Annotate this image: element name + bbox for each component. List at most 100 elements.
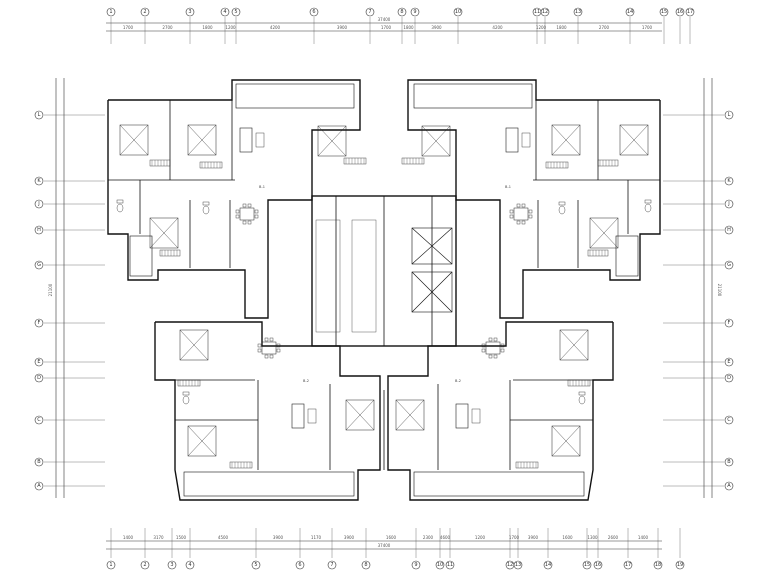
bed [149,217,179,249]
axis-bubble-left: J [34,199,44,209]
axis-bubble-bottom: 4 [185,560,195,570]
svg-text:K: K [37,178,41,184]
svg-text:G: G [37,262,41,268]
svg-text:14: 14 [545,562,551,568]
axis-bubble-top: 9 [410,7,420,17]
axis-bubble-right: J [724,199,734,209]
svg-text:11: 11 [447,562,453,568]
svg-text:B: B [727,459,731,465]
axis-bubble-bottom: 19 [675,560,685,570]
axis-bubble-left: F [34,318,44,328]
top-dimension-value: 4200 [270,25,281,30]
overall-dim-right: 21100 [717,284,722,297]
axis-bubble-right: G [724,260,734,270]
svg-text:19: 19 [677,562,683,568]
top-dimension-value: 1700 [123,25,134,30]
sofa [239,127,265,153]
axis-bubble-bottom: 3 [167,560,177,570]
wardrobe [159,249,181,257]
axis-bubble-top: 4 [220,7,230,17]
elevator-shafts [411,227,453,313]
axis-bubble-top: 15 [659,7,669,17]
axis-bubble-top: 16 [675,7,685,17]
axis-bubble-right: H [724,225,734,235]
axis-bubble-bottom: 11 [445,560,455,570]
bed [119,124,149,156]
bottom-dimension-value: 1200 [475,535,486,540]
top-dimension-value: 3900 [337,25,348,30]
balconies [129,83,639,497]
axis-bubble-bottom: 12 [505,560,515,570]
bottom-dimension-value: 4600 [440,535,451,540]
bed [619,124,649,156]
svg-text:C: C [727,417,731,423]
axis-bubble-left: B [34,457,44,467]
top-dimension-value: 1700 [642,25,653,30]
bottom-dimension-value: 1700 [509,535,520,540]
svg-text:F: F [728,320,731,326]
toilet [182,391,190,405]
bottom-dimension-value: 1300 [587,535,598,540]
svg-text:A: A [727,483,731,489]
svg-text:J: J [37,201,39,207]
stair-flights [315,219,377,333]
svg-text:L: L [38,112,41,118]
svg-text:8: 8 [364,562,367,568]
svg-text:4: 4 [223,9,226,15]
wardrobe [567,379,591,387]
bottom-dimension-value: 2600 [608,535,619,540]
svg-text:9: 9 [413,9,416,15]
overall-dimensions: 37400 37400 21100 21100 [48,17,722,548]
axis-bubble-right: K [724,176,734,186]
bed [345,399,375,431]
axis-bubble-top: 3 [185,7,195,17]
axis-bubble-bottom: 5 [251,560,261,570]
bottom-dimension-value: 3170 [153,535,164,540]
top-dimension-value: 3900 [431,25,442,30]
svg-text:G: G [727,262,731,268]
svg-text:15: 15 [584,562,590,568]
svg-text:3: 3 [170,562,173,568]
svg-text:6: 6 [312,9,315,15]
top-dimension-value: 4200 [492,25,503,30]
svg-text:7: 7 [330,562,333,568]
overall-dim-left: 21100 [48,283,53,296]
axis-bubble-top: 14 [625,7,635,17]
top-dimension-line [106,22,662,32]
bottom-dimension-value: 3900 [273,535,284,540]
svg-text:11: 11 [534,9,540,15]
axis-bubble-bottom: 6 [295,560,305,570]
wardrobe [177,379,201,387]
svg-text:15: 15 [661,9,667,15]
svg-text:13: 13 [575,9,581,15]
toilet [202,201,210,215]
axis-bubble-bottom: 7 [327,560,337,570]
wardrobe [597,159,619,167]
bed [395,399,425,431]
svg-text:F: F [38,320,41,326]
bottom-dimension-value: 1500 [176,535,187,540]
svg-text:14: 14 [627,9,633,15]
top-dimension-value: 1800 [202,25,213,30]
bed [317,125,347,157]
svg-text:L: L [728,112,731,118]
axis-bubble-right: A [724,481,734,491]
axis-bubble-top: 13 [573,7,583,17]
sofa [291,403,317,429]
svg-text:5: 5 [254,562,257,568]
top-dimension-value: 1700 [381,25,392,30]
svg-text:B: B [37,459,41,465]
axis-bubble-left: D [34,373,44,383]
axis-bubble-bottom: 15 [582,560,592,570]
svg-text:9: 9 [414,562,417,568]
bottom-dimension-value: 1600 [562,535,573,540]
bottom-dimension-value: 1170 [311,535,322,540]
svg-text:E: E [727,359,730,365]
bottom-dimension-line [106,540,662,550]
